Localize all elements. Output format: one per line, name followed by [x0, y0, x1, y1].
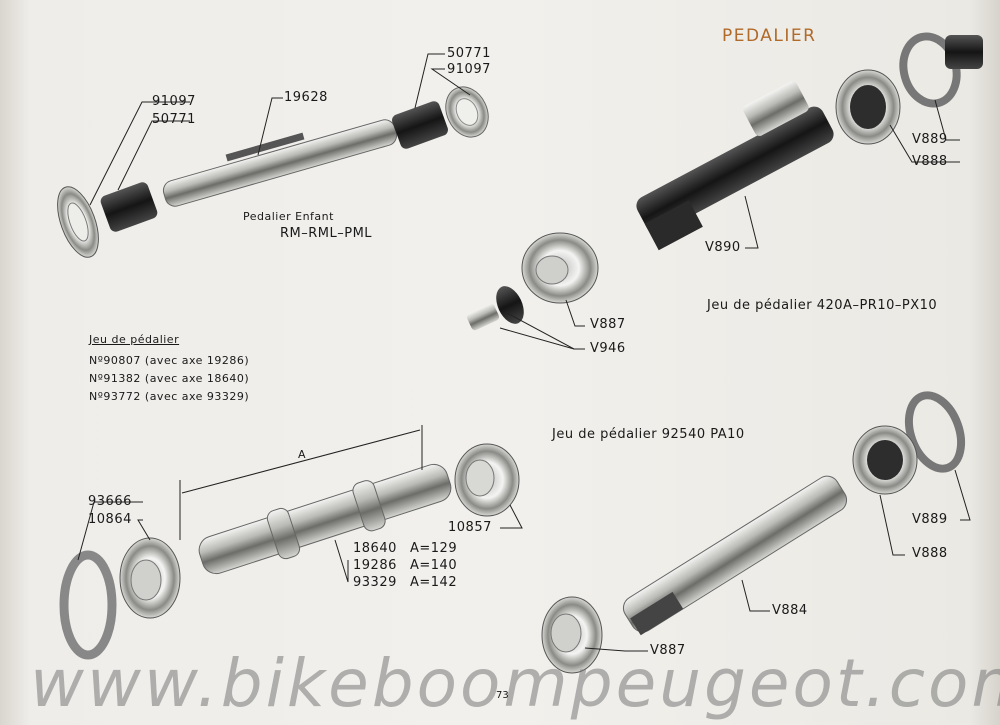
info-heading: Jeu de pédalier	[89, 333, 180, 346]
label-v889-bottom: V889	[912, 512, 948, 527]
label-v887-top: V887	[590, 317, 626, 332]
label-v888-bottom: V888	[912, 546, 948, 561]
dimension-a-label: A	[298, 448, 307, 461]
watermark: www.bikeboompeugeot.com	[30, 645, 1000, 722]
axle-len-3: A=142	[410, 575, 458, 590]
nut-top-right	[945, 35, 983, 69]
washer-91097-left	[57, 186, 99, 258]
washer-91097-right	[445, 86, 489, 138]
label-v889-top: V889	[912, 132, 948, 147]
label-19628: 19628	[284, 90, 328, 105]
label-v884: V884	[772, 603, 808, 618]
label-v887-bottom: V887	[650, 643, 686, 658]
axle-ref-3: 93329	[353, 575, 397, 590]
axle-len-2: A=140	[410, 558, 458, 573]
bolt-v946	[466, 286, 524, 331]
label-50771-left: 50771	[152, 112, 196, 127]
sleeve-50771-left	[100, 182, 158, 232]
axle-v884	[622, 475, 848, 636]
label-v890: V890	[705, 240, 741, 255]
lockring-93666	[59, 550, 117, 660]
cup-10857	[454, 443, 520, 517]
label-91097-right: 91097	[447, 62, 491, 77]
page-number: 73	[496, 690, 509, 701]
axle-len-1: A=129	[410, 541, 458, 556]
label-10864: 10864	[88, 512, 132, 527]
caption-rm-rml-pml: RM–RML–PML	[280, 226, 373, 241]
cup-v887-bottom	[541, 596, 603, 674]
axle-ref-2: 19286	[353, 558, 397, 573]
label-v946: V946	[590, 341, 626, 356]
axle-18640-19286-93329	[198, 463, 452, 575]
info-line-2: Nº91382 (avec axe 18640)	[89, 372, 250, 385]
label-10857: 10857	[448, 520, 492, 535]
cup-v888-top	[835, 69, 901, 145]
axle-v890	[636, 81, 834, 251]
label-50771-right: 50771	[447, 46, 491, 61]
label-91097-left: 91097	[152, 94, 196, 109]
label-93666: 93666	[88, 494, 132, 509]
cup-v887-top	[521, 232, 599, 304]
leader-lines	[77, 53, 971, 652]
info-line-3: Nº93772 (avec axe 93329)	[89, 390, 250, 403]
page-title: PEDALIER	[722, 26, 817, 46]
caption-420a: Jeu de pédalier 420A–PR10–PX10	[707, 298, 938, 313]
cup-10864	[119, 537, 181, 619]
cup-v888-bottom	[852, 425, 918, 495]
dimension-a	[179, 425, 423, 540]
axle-ref-1: 18640	[353, 541, 397, 556]
lockring-v889-bottom	[904, 391, 966, 473]
axle-19628	[162, 119, 398, 207]
label-v888-top: V888	[912, 154, 948, 169]
caption-92540: Jeu de pédalier 92540 PA10	[552, 427, 745, 442]
info-line-1: Nº90807 (avec axe 19286)	[89, 354, 250, 367]
caption-enfant: Pedalier Enfant	[243, 210, 334, 223]
sleeve-50771-right	[392, 101, 448, 149]
